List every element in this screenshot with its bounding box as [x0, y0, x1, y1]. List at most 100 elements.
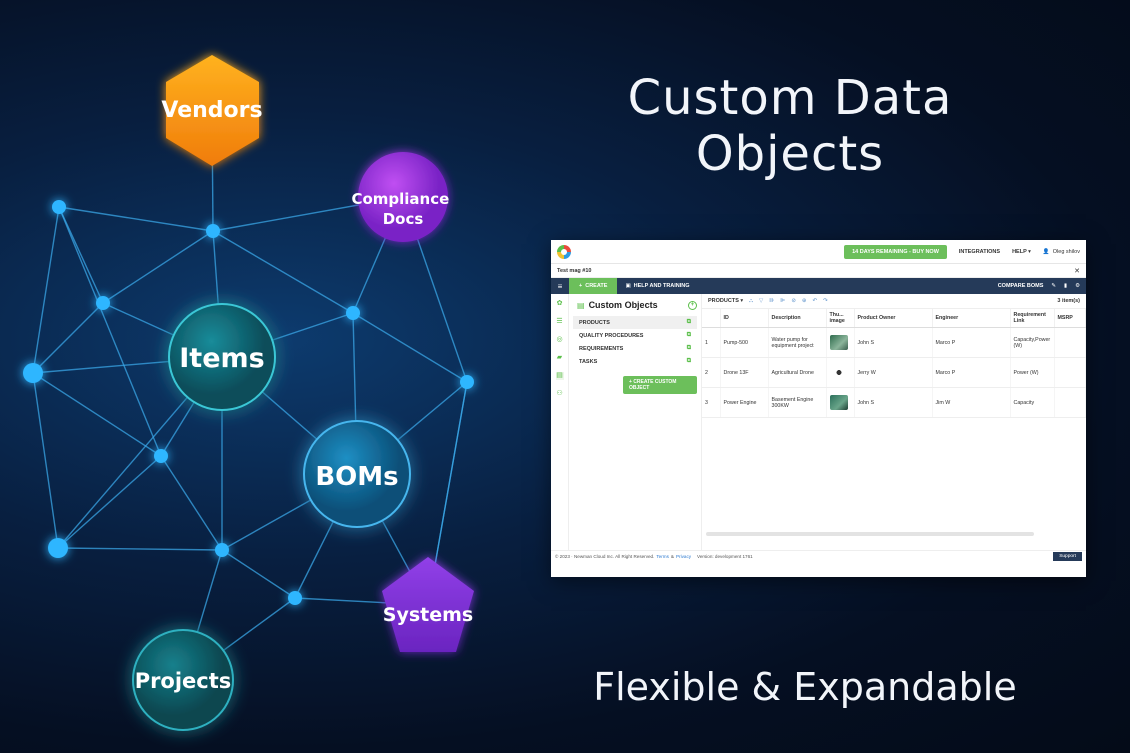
msrp-cell[interactable] [1054, 327, 1086, 358]
buy-now-button[interactable]: 14 DAYS REMAINING - BUY NOW [844, 244, 947, 259]
create-button[interactable]: + CREATE [569, 278, 618, 294]
column-header[interactable]: Engineer [932, 309, 1011, 328]
external-link-icon[interactable]: ⧉ [686, 345, 691, 351]
edit-icon[interactable]: ✎ [1051, 283, 1057, 289]
app-navbar: ≡ + CREATE ▣ HELP AND TRAINING COMPARE B… [551, 278, 1086, 294]
panel-item-label: TASKS [579, 358, 598, 365]
menu-icon[interactable]: ≡ [557, 281, 563, 291]
app-logo-icon[interactable] [557, 244, 571, 259]
support-button[interactable]: Support [1053, 552, 1082, 561]
terms-link[interactable]: Terms [656, 554, 669, 559]
undo-icon[interactable]: ↶ [812, 298, 818, 304]
network-junctions [23, 200, 474, 605]
product-owner-cell[interactable]: John S [854, 387, 933, 418]
engineer-cell[interactable]: Marco P [932, 327, 1011, 358]
column-header[interactable]: Description [768, 309, 827, 328]
trash-icon[interactable]: ▮ [1064, 283, 1068, 289]
globe-icon[interactable]: ⊕ [801, 298, 807, 304]
panel-item-label: PRODUCTS [579, 319, 610, 326]
integrations-link[interactable]: INTEGRATIONS [958, 248, 1001, 255]
column-header[interactable]: ID [720, 309, 769, 328]
close-icon[interactable]: ✕ [1074, 267, 1080, 275]
app-body: ✿ ☰ ◎ ▰ ▤ ⚇ ▤ Custom Objects + PRODUCTS … [551, 294, 1086, 550]
product-owner-cell[interactable]: John S [854, 327, 933, 358]
compliance-docs-label: Compliance Docs [351, 190, 454, 228]
redo-icon[interactable]: ↷ [823, 298, 828, 304]
panel-item-products[interactable]: PRODUCTS ⧉ [573, 316, 697, 329]
network-edge [32, 302, 104, 374]
dashboard-icon[interactable]: ✿ [556, 300, 563, 307]
column-header[interactable] [702, 309, 721, 328]
external-link-icon[interactable]: ⧉ [686, 332, 691, 338]
thumb[interactable] [826, 387, 855, 418]
msrp-cell[interactable] [1054, 357, 1086, 388]
privacy-link[interactable]: Privacy [675, 554, 692, 559]
requirement-link-cell[interactable]: Capacity,Power (W) [1010, 327, 1055, 358]
insert-column-icon[interactable]: ⊪ [769, 298, 775, 304]
requirement-link-cell[interactable]: Capacity [1010, 387, 1055, 418]
target-icon[interactable]: ◎ [556, 336, 563, 343]
help-menu[interactable]: HELP ▾ [1012, 248, 1031, 255]
id-cell[interactable]: Drone 13F [720, 357, 769, 388]
msrp-cell[interactable] [1054, 387, 1086, 418]
engineer-cell[interactable]: Jim W [932, 387, 1011, 418]
chat-icon: ▣ [625, 283, 631, 289]
id-cell[interactable]: Power Engine [720, 387, 769, 418]
product-owner-cell[interactable]: Jerry W [854, 357, 933, 388]
custom-objects-icon[interactable]: ▤ [555, 372, 564, 380]
description-cell[interactable]: Water pump for equipment project [768, 327, 827, 358]
column-header[interactable]: Product Owner [854, 309, 933, 328]
folder-icon[interactable]: ▰ [556, 354, 563, 361]
object-selector[interactable]: PRODUCTS ▾ [708, 298, 744, 304]
help-training-button[interactable]: ▣ HELP AND TRAINING [617, 283, 697, 289]
external-link-icon[interactable]: ⧉ [686, 319, 691, 325]
split-column-icon[interactable]: ⊫ [780, 298, 786, 304]
network-junction-dot [96, 296, 110, 310]
external-link-icon[interactable]: ⧉ [686, 358, 691, 364]
network-junction-dot [346, 306, 360, 320]
link-icon[interactable]: ⊘ [791, 298, 796, 304]
projects-node [132, 629, 234, 731]
column-header[interactable]: MSRP [1054, 309, 1086, 328]
requirement-link-cell[interactable]: Power (W) [1010, 357, 1055, 388]
horizontal-scrollbar[interactable] [706, 532, 1034, 536]
help-training-label: HELP AND TRAINING [633, 283, 690, 289]
document-tab-bar: Test mag #10 ✕ [551, 264, 1086, 278]
compare-boms-button[interactable]: COMPARE BOMS [997, 283, 1044, 289]
user-menu[interactable]: 👤 Oleg shilov [1043, 249, 1080, 255]
items-label: Items [179, 343, 264, 374]
id-cell[interactable]: Pump-500 [720, 327, 769, 358]
panel-item-requirements[interactable]: REQUIREMENTS ⧉ [573, 342, 697, 355]
network-edge [32, 372, 59, 549]
panel-item-quality-procedures[interactable]: QUALITY PROCEDURES ⧉ [573, 329, 697, 342]
users-icon[interactable]: ⚇ [556, 390, 563, 397]
thumb[interactable] [826, 357, 855, 388]
panel-item-label: REQUIREMENTS [579, 345, 624, 352]
list-icon[interactable]: ☰ [556, 318, 563, 325]
network-edge [32, 206, 60, 374]
column-header[interactable]: Requirement Link [1010, 309, 1055, 328]
column-header[interactable]: Thu... image [826, 309, 855, 328]
network-edge [212, 230, 354, 314]
create-custom-object-label: CREATE CUSTOM OBJECT [629, 379, 677, 391]
create-custom-object-button[interactable]: + CREATE CUSTOM OBJECT [623, 376, 697, 394]
add-object-icon[interactable]: + [688, 300, 697, 310]
network-junction-dot [23, 363, 43, 383]
filter-icon[interactable]: ▽ [759, 298, 764, 304]
row-number[interactable]: 3 [702, 387, 721, 418]
document-tab-name[interactable]: Test mag #10 [557, 267, 592, 274]
description-cell[interactable]: Agricultural Drone [768, 357, 827, 388]
panel-item-tasks[interactable]: TASKS ⧉ [573, 355, 697, 368]
row-number[interactable]: 1 [702, 327, 721, 358]
hierarchy-icon[interactable]: ⛬ [749, 297, 754, 304]
engineer-cell[interactable]: Marco P [932, 357, 1011, 388]
thumb[interactable] [826, 327, 855, 358]
gear-icon[interactable]: ⚙ [1075, 283, 1080, 289]
navbar-actions: COMPARE BOMS ✎ ▮ ⚙ [998, 283, 1086, 289]
row-number[interactable]: 2 [702, 357, 721, 388]
description-cell[interactable]: Basement Engine 300KW [768, 387, 827, 418]
